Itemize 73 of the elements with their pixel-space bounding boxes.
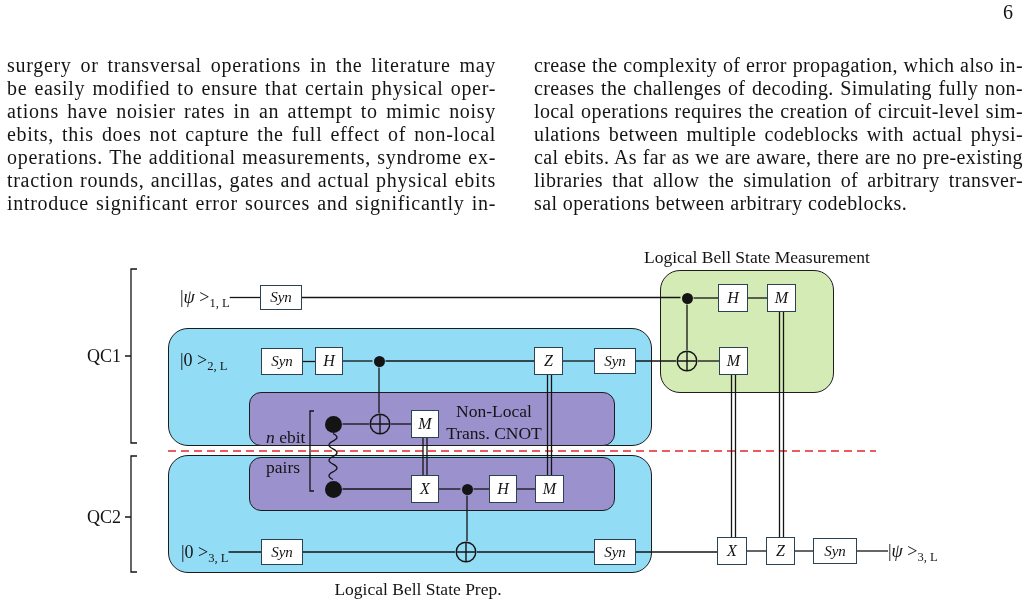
gate-box: Z: [534, 347, 563, 375]
gate-box: X: [717, 537, 747, 565]
state-label: |0 >$_{2, L}$: [180, 349, 228, 371]
wire: [686, 303, 688, 351]
wire: [341, 423, 370, 425]
wire: [697, 360, 720, 362]
wire: [302, 360, 316, 363]
panel-title: Non-Local Trans. CNOT: [445, 400, 543, 444]
gate-box: Syn: [813, 538, 857, 564]
gate-box: H: [489, 475, 517, 503]
gate-box: Syn: [594, 348, 636, 374]
wire: [692, 297, 719, 299]
cnot-panel: [249, 457, 615, 511]
bracket-label: n ebit: [266, 427, 306, 447]
gate-box: H: [315, 347, 343, 375]
wire: [229, 296, 261, 299]
wire: [227, 551, 262, 553]
wire: [856, 550, 889, 552]
bracket-label: QC1: [87, 346, 121, 366]
wire: [342, 360, 374, 362]
gate-box: Syn: [261, 539, 303, 565]
wire: [635, 360, 677, 362]
state-label: |ψ >$_{1, L}$: [180, 286, 230, 308]
double-wire: [778, 311, 785, 538]
gate-box: Syn: [594, 539, 636, 565]
circled-plus-symbol: [369, 413, 391, 435]
wire: [466, 494, 468, 542]
wavy-line: [328, 432, 338, 481]
wire: [438, 488, 462, 490]
wire: [302, 551, 456, 553]
double-wire: [730, 374, 737, 538]
circled-plus-symbol: [455, 541, 477, 563]
qubit-dot-symbol: [323, 414, 343, 434]
gate-box: Z: [766, 537, 795, 565]
double-wire: [422, 437, 428, 476]
wire: [390, 423, 412, 425]
wire: [635, 551, 718, 553]
gate-box: M: [767, 284, 796, 312]
wire: [476, 551, 595, 553]
gate-box: Syn: [261, 348, 303, 375]
wire: [341, 488, 412, 490]
wire: [301, 296, 682, 299]
state-label: |0 >$_{3, L}$: [181, 541, 229, 563]
gate-box: X: [411, 475, 439, 503]
gate-box: H: [718, 284, 748, 312]
gate-box: Syn: [260, 285, 302, 310]
control-dot-symbol: [680, 291, 694, 305]
double-wire: [546, 374, 553, 476]
wire: [384, 360, 535, 362]
wire: [516, 488, 536, 490]
wire: [378, 366, 380, 414]
wire: [794, 550, 814, 552]
cnot-panel: [249, 392, 615, 446]
state-label: |ψ >$_{3, L}$: [888, 540, 938, 562]
circled-plus-symbol: [676, 350, 698, 372]
bracket-label: pairs: [266, 457, 301, 477]
wire: [747, 297, 768, 299]
body-paragraph: surgery or transversal operations in the literature may be easily modified to ensure that certain physical oper- ations have noisier rates in an attempt to mimic noisy ebits, this does not capture the full effect of non-local operations. The additional measurements, syndrome ex- traction rounds, ancillas, gates and actual physical ebits introduce significant error sources and significantly in-: [7, 54, 496, 215]
control-dot-symbol: [460, 482, 474, 496]
bracket-label: QC2: [87, 507, 121, 527]
wire: [562, 360, 595, 362]
gate-box: M: [719, 347, 748, 375]
panel-caption: Logical Bell State Prep.: [334, 579, 502, 599]
panel-title: Logical Bell State Measurement: [644, 247, 870, 267]
qubit-dot-symbol: [323, 479, 343, 499]
body-paragraph: crease the complexity of error propagation, which also in- creases the challenges of decoding. Simulating fully non- local operations requires the creation of circuit-level sim- ulations between multiple codeblocks with actual physi- cal ebits. As far as we are aware, there are no pre-existing libraries that allow the simulation of arbitrary transver- sal operations between arbitrary codeblocks.: [534, 54, 1023, 215]
page-number: 6: [1003, 2, 1013, 22]
wire: [746, 550, 767, 552]
gate-box: M: [411, 410, 439, 438]
wire: [472, 488, 490, 490]
state-prep-panel: [168, 328, 652, 446]
control-dot-symbol: [372, 354, 386, 368]
gate-box: M: [535, 475, 564, 503]
